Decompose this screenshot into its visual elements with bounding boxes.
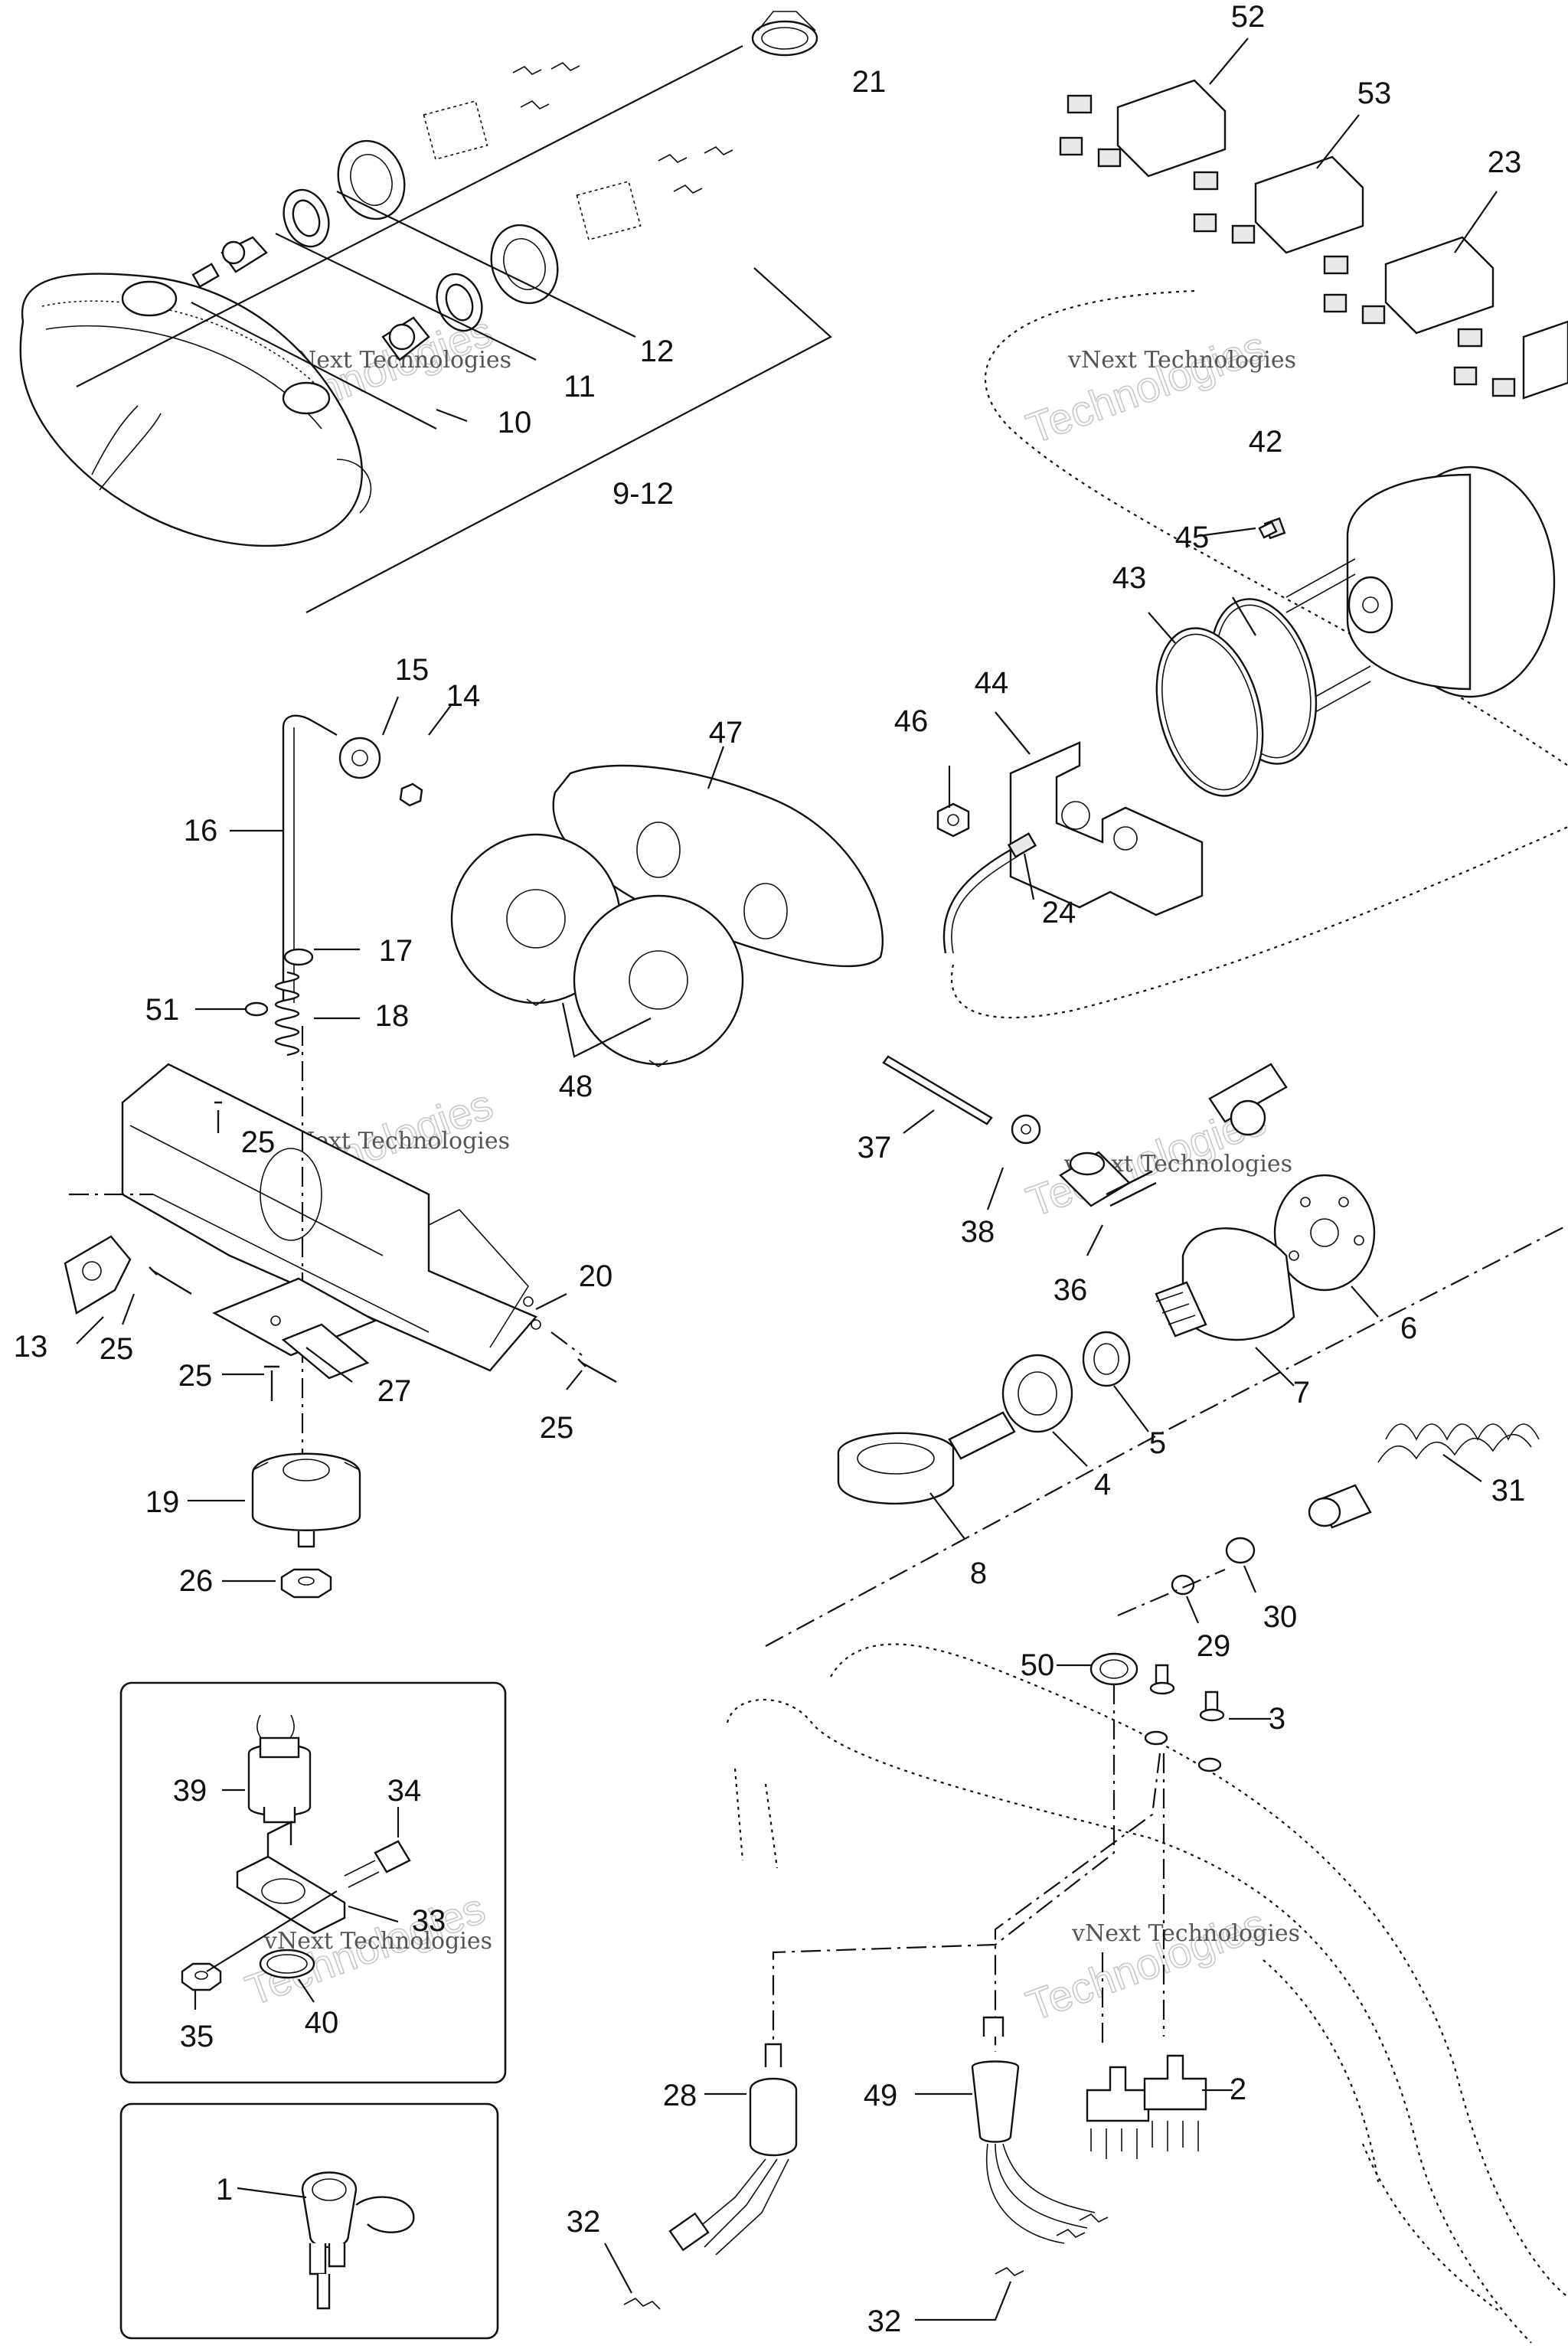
callout-4: 4 <box>1094 1468 1111 1501</box>
callout-9-12: 9-12 <box>612 477 674 511</box>
watermark-outline: Technologies <box>1021 1899 1272 2030</box>
callout-2: 2 <box>1230 2073 1246 2106</box>
callout-27: 27 <box>377 1374 412 1408</box>
callout-52: 52 <box>1231 0 1266 34</box>
inset-box-1 <box>119 1681 507 2084</box>
callout-20: 20 <box>579 1259 613 1293</box>
callout-28: 28 <box>663 2079 697 2112</box>
callout-labels: 52 53 23 21 12 11 10 9-12 42 45 43 47 46… <box>14 0 1526 2338</box>
rod-group <box>195 696 452 1057</box>
callout-7: 7 <box>1293 1376 1310 1410</box>
callout-37: 37 <box>858 1131 892 1165</box>
callout-24: 24 <box>1042 896 1076 929</box>
callout-49: 49 <box>864 2079 898 2112</box>
switch-group <box>1059 38 1568 400</box>
callout-12: 12 <box>640 335 675 368</box>
callout-25: 25 <box>100 1332 134 1366</box>
callout-46: 46 <box>894 704 929 738</box>
plate-group <box>450 746 884 1067</box>
callout-43: 43 <box>1112 561 1147 595</box>
callout-33: 33 <box>412 1904 446 1938</box>
callout-35: 35 <box>180 2020 214 2053</box>
callout-21: 21 <box>852 65 887 99</box>
callout-40: 40 <box>305 2006 339 2040</box>
callout-25: 25 <box>178 1359 213 1393</box>
callout-32: 32 <box>567 2205 601 2239</box>
callout-44: 44 <box>975 666 1009 700</box>
callout-36: 36 <box>1054 1273 1088 1307</box>
callout-47: 47 <box>709 716 743 750</box>
callout-45: 45 <box>1175 521 1210 554</box>
callout-30: 30 <box>1263 1600 1298 1634</box>
callout-18: 18 <box>375 999 410 1033</box>
gauge-assembly <box>936 466 1556 954</box>
callout-3: 3 <box>1269 1702 1285 1736</box>
callout-25: 25 <box>540 1411 574 1445</box>
callout-51: 51 <box>145 993 180 1027</box>
callout-14: 14 <box>446 679 481 713</box>
callout-16: 16 <box>184 814 218 848</box>
console-outline <box>984 289 1568 766</box>
callout-6: 6 <box>1400 1312 1417 1345</box>
callout-31: 31 <box>1491 1474 1526 1508</box>
bracket-group <box>64 1026 617 1599</box>
callout-13: 13 <box>14 1330 48 1364</box>
callout-34: 34 <box>387 1774 422 1808</box>
callout-5: 5 <box>1149 1426 1166 1460</box>
callout-8: 8 <box>970 1557 987 1590</box>
hull-group <box>604 1643 1568 2344</box>
callout-42: 42 <box>1249 425 1283 459</box>
watermark-outline: Technologies <box>1021 322 1272 452</box>
callout-25: 25 <box>241 1125 276 1159</box>
callout-15: 15 <box>395 653 430 687</box>
callout-48: 48 <box>559 1070 593 1103</box>
inset-box-2 <box>119 2102 499 2340</box>
ignition-group <box>765 1055 1568 1647</box>
watermark-text: vNext Technologies <box>1071 1920 1300 1947</box>
headlight-assembly <box>19 11 832 613</box>
callout-26: 26 <box>179 1564 214 1598</box>
callout-11: 11 <box>564 370 596 403</box>
watermark-text: vNext Technologies <box>263 1928 492 1955</box>
callout-19: 19 <box>145 1485 180 1519</box>
callout-23: 23 <box>1488 145 1522 179</box>
watermark-text: vNext Technologies <box>1067 347 1296 374</box>
callout-1: 1 <box>216 2173 233 2207</box>
callout-38: 38 <box>961 1215 995 1249</box>
callout-50: 50 <box>1021 1648 1055 1682</box>
callout-32: 32 <box>867 2305 902 2338</box>
callout-10: 10 <box>498 406 532 439</box>
callout-53: 53 <box>1357 77 1392 110</box>
callout-29: 29 <box>1197 1629 1231 1663</box>
callout-39: 39 <box>173 1774 207 1808</box>
callout-17: 17 <box>379 934 413 968</box>
